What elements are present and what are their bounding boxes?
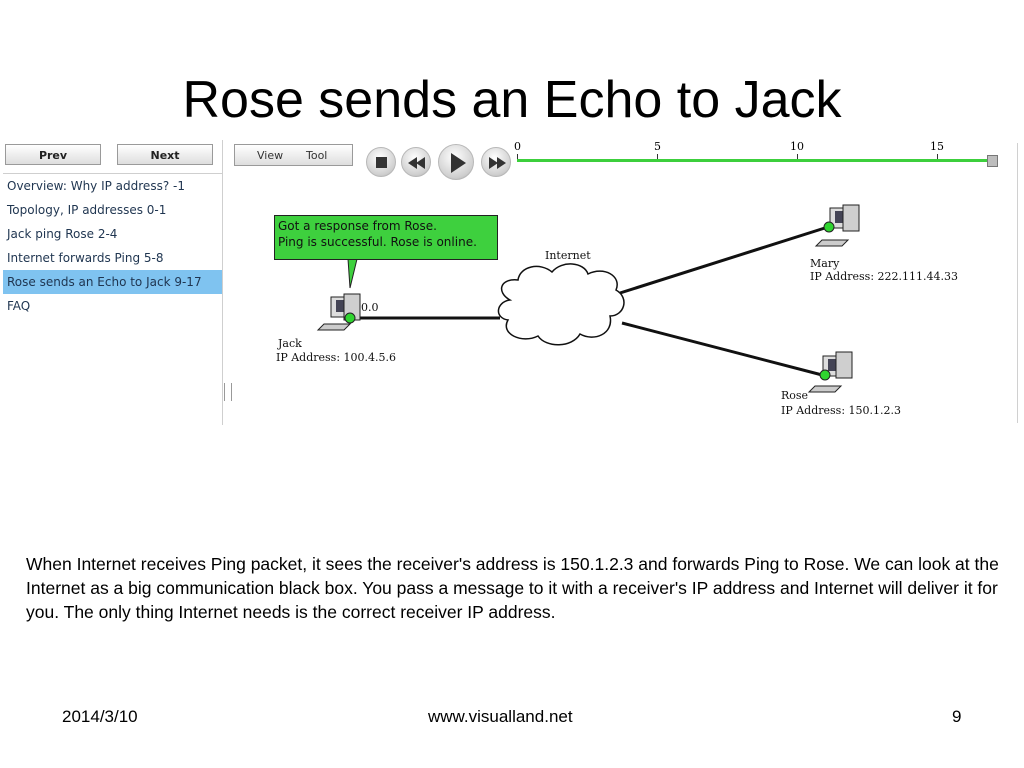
footer-date: 2014/3/10 xyxy=(62,707,138,726)
lesson-item[interactable]: Overview: Why IP address? -1 xyxy=(7,179,185,193)
slide-body-text: When Internet receives Ping packet, it s… xyxy=(26,554,999,622)
lesson-item-active[interactable]: Rose sends an Echo to Jack 9-17 xyxy=(3,270,222,294)
lesson-item[interactable]: FAQ xyxy=(7,299,31,313)
tool-label: Tool xyxy=(306,149,328,162)
mary-name: Mary xyxy=(810,257,840,270)
lesson-item[interactable]: Jack ping Rose 2-4 xyxy=(7,227,118,241)
lesson-pane: Prev Next Overview: Why IP address? -1 T… xyxy=(3,140,223,425)
mary-ip: IP Address: 222.111.44.33 xyxy=(810,270,959,283)
timeline-tick-label: 15 xyxy=(930,140,944,153)
timeline-tick xyxy=(517,154,518,159)
prev-button[interactable]: Prev xyxy=(5,144,101,165)
timeline-tick-label: 10 xyxy=(790,140,804,153)
view-label: View xyxy=(257,149,284,162)
view-tool-button[interactable]: View Tool xyxy=(234,144,353,166)
play-button[interactable] xyxy=(438,144,474,180)
lesson-item[interactable]: Topology, IP addresses 0-1 xyxy=(7,203,167,217)
pane-resize-handle[interactable] xyxy=(224,383,232,401)
rose-name: Rose xyxy=(781,389,809,402)
timeline-tick-label: 5 xyxy=(654,140,661,153)
stop-icon xyxy=(376,157,387,168)
fast-forward-button[interactable] xyxy=(481,147,511,177)
rewind-button[interactable] xyxy=(401,147,431,177)
bubble-line: Got a response from Rose. xyxy=(278,219,437,233)
fast-forward-icon xyxy=(489,157,506,169)
bubble-line: Ping is successful. Rose is online. xyxy=(278,235,477,249)
timeline-handle[interactable] xyxy=(987,155,998,167)
timeline-track[interactable] xyxy=(517,159,993,162)
timeline-tick xyxy=(937,154,938,159)
jack-name: Jack xyxy=(278,337,302,350)
jack-ip: IP Address: 100.4.5.6 xyxy=(276,351,397,364)
timeline-tick xyxy=(657,154,658,159)
timeline-tick xyxy=(797,154,798,159)
rose-ip: IP Address: 150.1.2.3 xyxy=(781,404,902,417)
footer-page-number: 9 xyxy=(952,707,962,726)
response-bubble: Got a response from Rose. Ping is succes… xyxy=(274,215,498,260)
simulator-panel: Prev Next Overview: Why IP address? -1 T… xyxy=(0,140,1024,425)
rewind-icon xyxy=(408,157,425,169)
timeline-tick-label: 0 xyxy=(514,140,521,153)
slide-title: Rose sends an Echo to Jack xyxy=(182,71,842,129)
lesson-item[interactable]: Internet forwards Ping 5-8 xyxy=(7,251,164,265)
footer-site: www.visualland.net xyxy=(428,707,573,726)
panel-border xyxy=(1017,143,1018,423)
jack-port-label: 0.0 xyxy=(361,301,379,314)
stop-button[interactable] xyxy=(366,147,396,177)
next-button[interactable]: Next xyxy=(117,144,213,165)
lesson-list: Overview: Why IP address? -1 Topology, I… xyxy=(3,173,222,318)
internet-label: Internet xyxy=(545,249,591,262)
play-icon xyxy=(451,153,466,173)
